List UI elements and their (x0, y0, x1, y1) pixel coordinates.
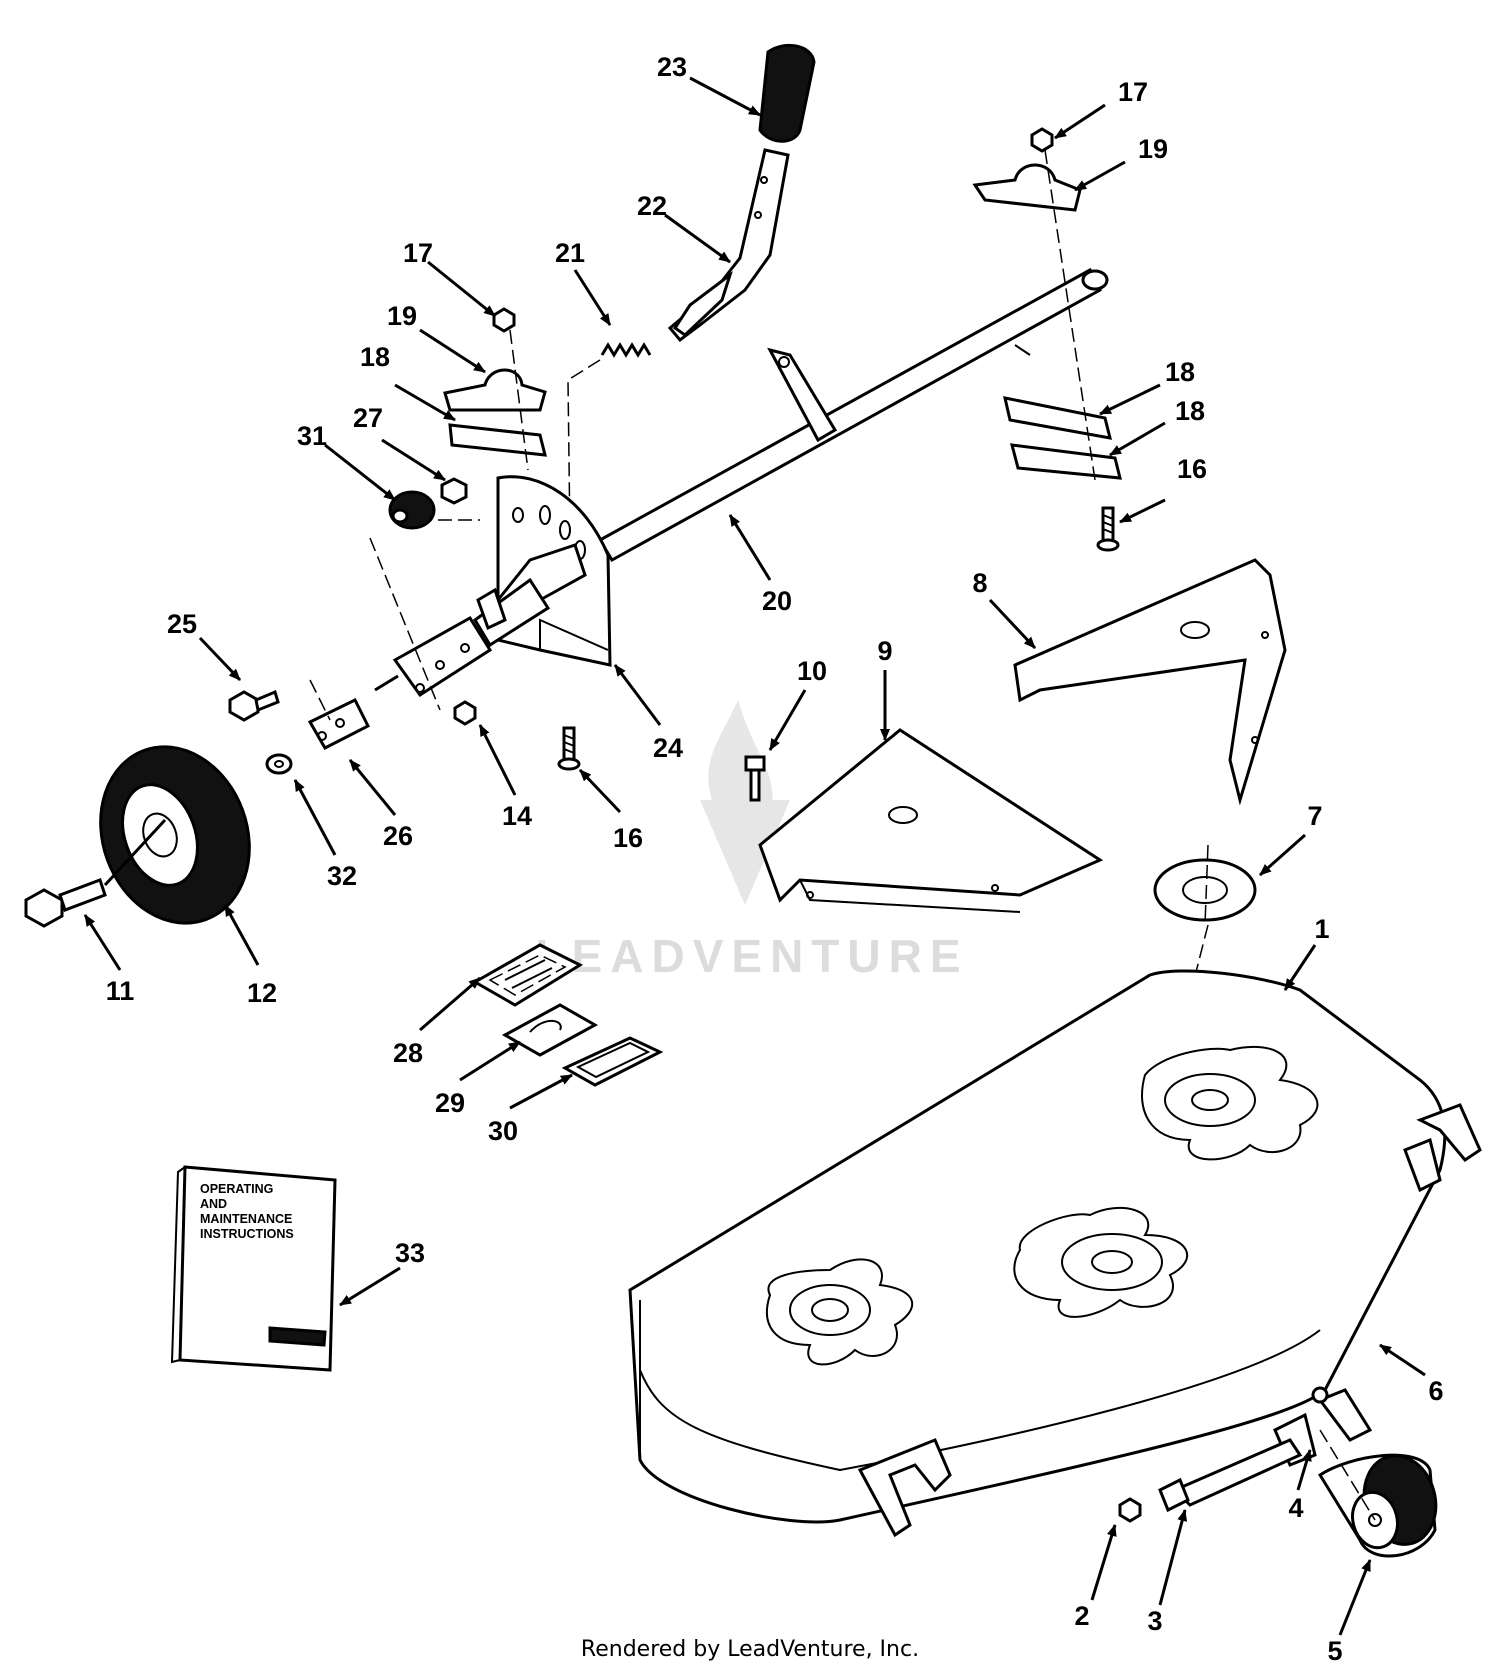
hardware (228, 127, 1120, 802)
anti-scalp-roller (1118, 1386, 1438, 1558)
callout-5: 5 (1327, 1636, 1342, 1664)
callout-3: 3 (1147, 1606, 1162, 1636)
callout-7: 7 (1307, 801, 1322, 831)
callout-19-right: 19 (1138, 134, 1168, 164)
callout-16-right: 16 (1177, 454, 1207, 484)
watermark-text: LEADVENTURE (535, 930, 968, 982)
callout-30: 30 (488, 1116, 518, 1146)
manual-title-line-1: OPERATING (200, 1182, 273, 1196)
callout-9: 9 (877, 636, 892, 666)
mower-deck (628, 969, 1482, 1538)
straps-and-plates (443, 149, 1122, 481)
callout-4: 4 (1288, 1493, 1303, 1523)
callout-33: 33 (395, 1238, 425, 1268)
callout-19-left: 19 (387, 301, 417, 331)
callout-8: 8 (972, 568, 987, 598)
manual-title-line-3: MAINTENANCE (200, 1212, 292, 1226)
spindle-center (1013, 1207, 1189, 1318)
pivot-bracket (473, 475, 612, 667)
callout-31: 31 (297, 421, 327, 451)
callout-29: 29 (435, 1088, 465, 1118)
callout-6: 6 (1428, 1376, 1443, 1406)
footer-credit: Rendered by LeadVenture, Inc. (581, 1637, 919, 1662)
callout-17-left: 17 (403, 238, 433, 268)
callout-32: 32 (327, 861, 357, 891)
manual-title-line-2: AND (200, 1197, 227, 1211)
lift-lever (667, 43, 816, 343)
spindle-right (1141, 1045, 1319, 1161)
callout-18-right-upper: 18 (1165, 357, 1195, 387)
callout-16-left: 16 (613, 823, 643, 853)
callout-22: 22 (637, 191, 667, 221)
manual-title-line-4: INSTRUCTIONS (200, 1227, 294, 1241)
callout-20: 20 (762, 586, 792, 616)
callout-27: 27 (353, 403, 383, 433)
callout-25: 25 (167, 609, 197, 639)
callout-labels: 1 2 3 4 5 6 7 8 9 10 11 12 14 16 16 17 1… (106, 52, 1444, 1664)
callout-2: 2 (1074, 1601, 1089, 1631)
gauge-wheel (24, 745, 251, 928)
adjusting-link (307, 519, 493, 750)
spring (567, 342, 652, 541)
operators-manual: OPERATING AND MAINTENANCE INSTRUCTIONS (170, 1165, 337, 1372)
callout-12: 12 (247, 978, 277, 1008)
callout-24: 24 (653, 733, 683, 763)
callout-23: 23 (657, 52, 687, 82)
callout-26: 26 (383, 821, 413, 851)
callout-10: 10 (797, 656, 827, 686)
callout-18-right-lower: 18 (1175, 396, 1205, 426)
baffle-left (758, 728, 1104, 913)
decals (471, 943, 664, 1087)
callout-17-right: 17 (1118, 77, 1148, 107)
callout-21: 21 (555, 238, 585, 268)
watermark: LEADVENTURE (535, 700, 968, 982)
callout-11: 11 (106, 976, 135, 1006)
callout-1: 1 (1314, 914, 1329, 944)
callout-28: 28 (393, 1038, 423, 1068)
callout-leaders (83, 76, 1426, 1636)
lift-shaft (597, 267, 1109, 563)
callout-18-left: 18 (360, 342, 390, 372)
callout-14: 14 (502, 801, 532, 831)
spindle-left (765, 1258, 914, 1366)
baffle-right (1013, 558, 1287, 806)
